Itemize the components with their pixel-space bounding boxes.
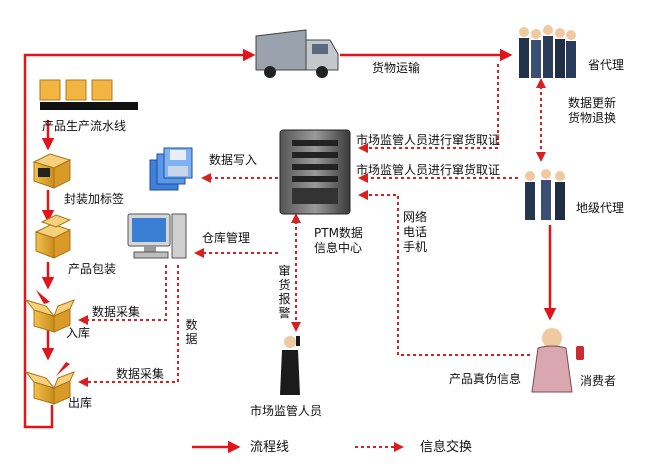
data-update-label: 数据更新 货物退换 [568, 96, 616, 126]
warehouse-in-label: 入库 [66, 326, 91, 340]
truck-icon [255, 29, 339, 78]
inspection-label-2: 市场监管人员进行窜货取证 [356, 163, 501, 177]
server-icon [279, 129, 351, 215]
ptm-label-line2: 信息中心 [314, 241, 363, 255]
info-consumer-ptm [358, 190, 530, 356]
info-collect-out [78, 265, 179, 387]
label-box-icon [32, 153, 72, 189]
diversion-report-label: 窜货报警 [278, 264, 291, 320]
data-write-label: 数据写入 [209, 153, 258, 167]
info-inspection-1 [358, 64, 499, 153]
market-regulator-label: 市场监管人员 [250, 404, 323, 418]
flow-loop-to-truck [23, 48, 256, 429]
cargo-transport-label: 货物运输 [372, 61, 421, 75]
channel-line1: 网络 [403, 210, 428, 224]
ptm-label-line1: PTM数据 [314, 226, 363, 240]
data-vertical-label: 数据 [185, 318, 198, 346]
info-collect-in [78, 265, 167, 325]
product-packing-label: 产品包装 [68, 262, 117, 276]
flow-lines [23, 48, 557, 429]
channel-line2: 电话 [403, 225, 428, 239]
consumer-label: 消费者 [580, 374, 617, 388]
provincial-agent-icon [519, 25, 576, 78]
consumer-icon [531, 328, 584, 393]
warehouse-mgmt-label: 仓库管理 [202, 231, 251, 245]
market-regulator-icon [280, 336, 300, 395]
inbound-box-icon [24, 290, 75, 333]
outbound-box-icon [24, 362, 75, 405]
production-line-label: 产品生产流水线 [42, 119, 127, 133]
computer-icon [127, 213, 187, 259]
info-lines [78, 64, 546, 387]
channel-label: 网络 电话 手机 [403, 210, 427, 255]
conveyor-icon [39, 79, 138, 110]
channel-line3: 手机 [403, 240, 428, 254]
stacked-boxes-icon [34, 214, 72, 259]
local-agent-icon [525, 169, 565, 220]
data-collect-label-1: 数据采集 [92, 305, 141, 319]
packaging-label: 封装加标签 [64, 192, 125, 206]
legend-info-label: 信息交换 [420, 440, 473, 455]
inspection-label-1: 市场监管人员进行窜货取证 [356, 133, 501, 147]
data-update-line1: 数据更新 [568, 96, 617, 110]
floppy-disk-icon [149, 147, 193, 191]
legend-flow-label: 流程线 [250, 440, 290, 455]
local-agent-label: 地级代理 [576, 201, 625, 215]
data-collect-label-2: 数据采集 [116, 367, 165, 381]
provincial-agent-label: 省代理 [588, 58, 625, 72]
ptm-label: PTM数据 信息中心 [314, 226, 363, 256]
warehouse-out-label: 出库 [68, 396, 93, 410]
authenticity-info-label: 产品真伪信息 [449, 372, 522, 386]
data-update-line2: 货物退换 [568, 111, 617, 125]
